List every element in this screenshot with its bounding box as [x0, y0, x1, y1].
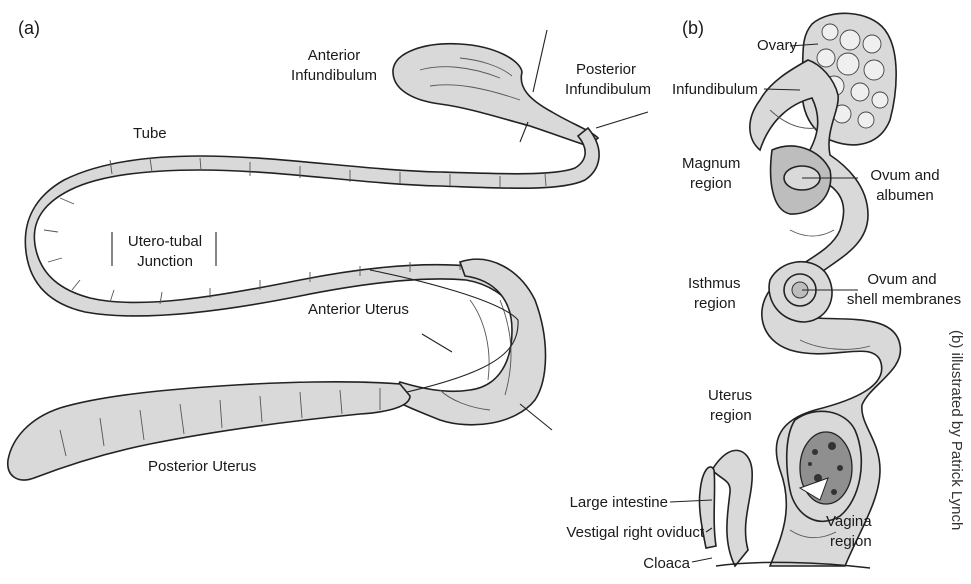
uterus-region-label-1: Uterus [708, 387, 752, 404]
divider-infundibulum-line [533, 30, 547, 92]
anterior-uterus-divider [422, 334, 452, 352]
posterior-infundibulum-leader [596, 112, 648, 128]
anterior-uterus-label: Anterior Uterus [308, 301, 409, 318]
posterior-infundibulum-label-2: Infundibulum [565, 81, 651, 98]
magnum-region-label-2: region [690, 175, 732, 192]
cloaca-label: Cloaca [643, 555, 690, 572]
illustration-credit: (b) illustrated by Patrick Lynch [948, 330, 965, 530]
ovum-albumen-label-2: albumen [876, 187, 934, 204]
magnum-region-label-1: Magnum [682, 155, 740, 172]
panel-b-label: (b) [682, 18, 704, 38]
infundibulum-label: Infundibulum [672, 81, 758, 98]
isthmus-region-label-1: Isthmus [688, 275, 741, 292]
isthmus-region-label-2: region [694, 295, 736, 312]
ovum-shell-label-1: Ovum and [867, 271, 936, 288]
posterior-uterus-divider [520, 404, 552, 430]
tube-label: Tube [133, 125, 167, 142]
utero-tubal-junction-label-1: Utero-tubal [128, 233, 202, 250]
utero-tubal-junction-label-2: Junction [137, 253, 193, 270]
vestigial-oviduct-label: Vestigal right oviduct [566, 524, 704, 541]
posterior-uterus-label: Posterior Uterus [148, 458, 256, 475]
vagina-region-label-1: Vagina [826, 513, 872, 530]
ovum-albumen-label-1: Ovum and [870, 167, 939, 184]
anterior-infundibulum-label-1: Anterior [308, 47, 361, 64]
large-intestine-label: Large intestine [570, 494, 668, 511]
uterus-region-label-2: region [710, 407, 752, 424]
anterior-uterus-shape [390, 259, 546, 425]
anterior-infundibulum-label-2: Infundibulum [291, 67, 377, 84]
large-intestine-shape [712, 450, 752, 566]
ovary-label: Ovary [757, 37, 798, 54]
posterior-infundibulum-label-1: Posterior [576, 61, 636, 78]
panel-a-illustration [8, 30, 648, 480]
ovum-shell-label-2: shell membranes [847, 291, 961, 308]
panel-a-label: (a) [18, 18, 40, 38]
vagina-region-label-2: region [830, 533, 872, 550]
